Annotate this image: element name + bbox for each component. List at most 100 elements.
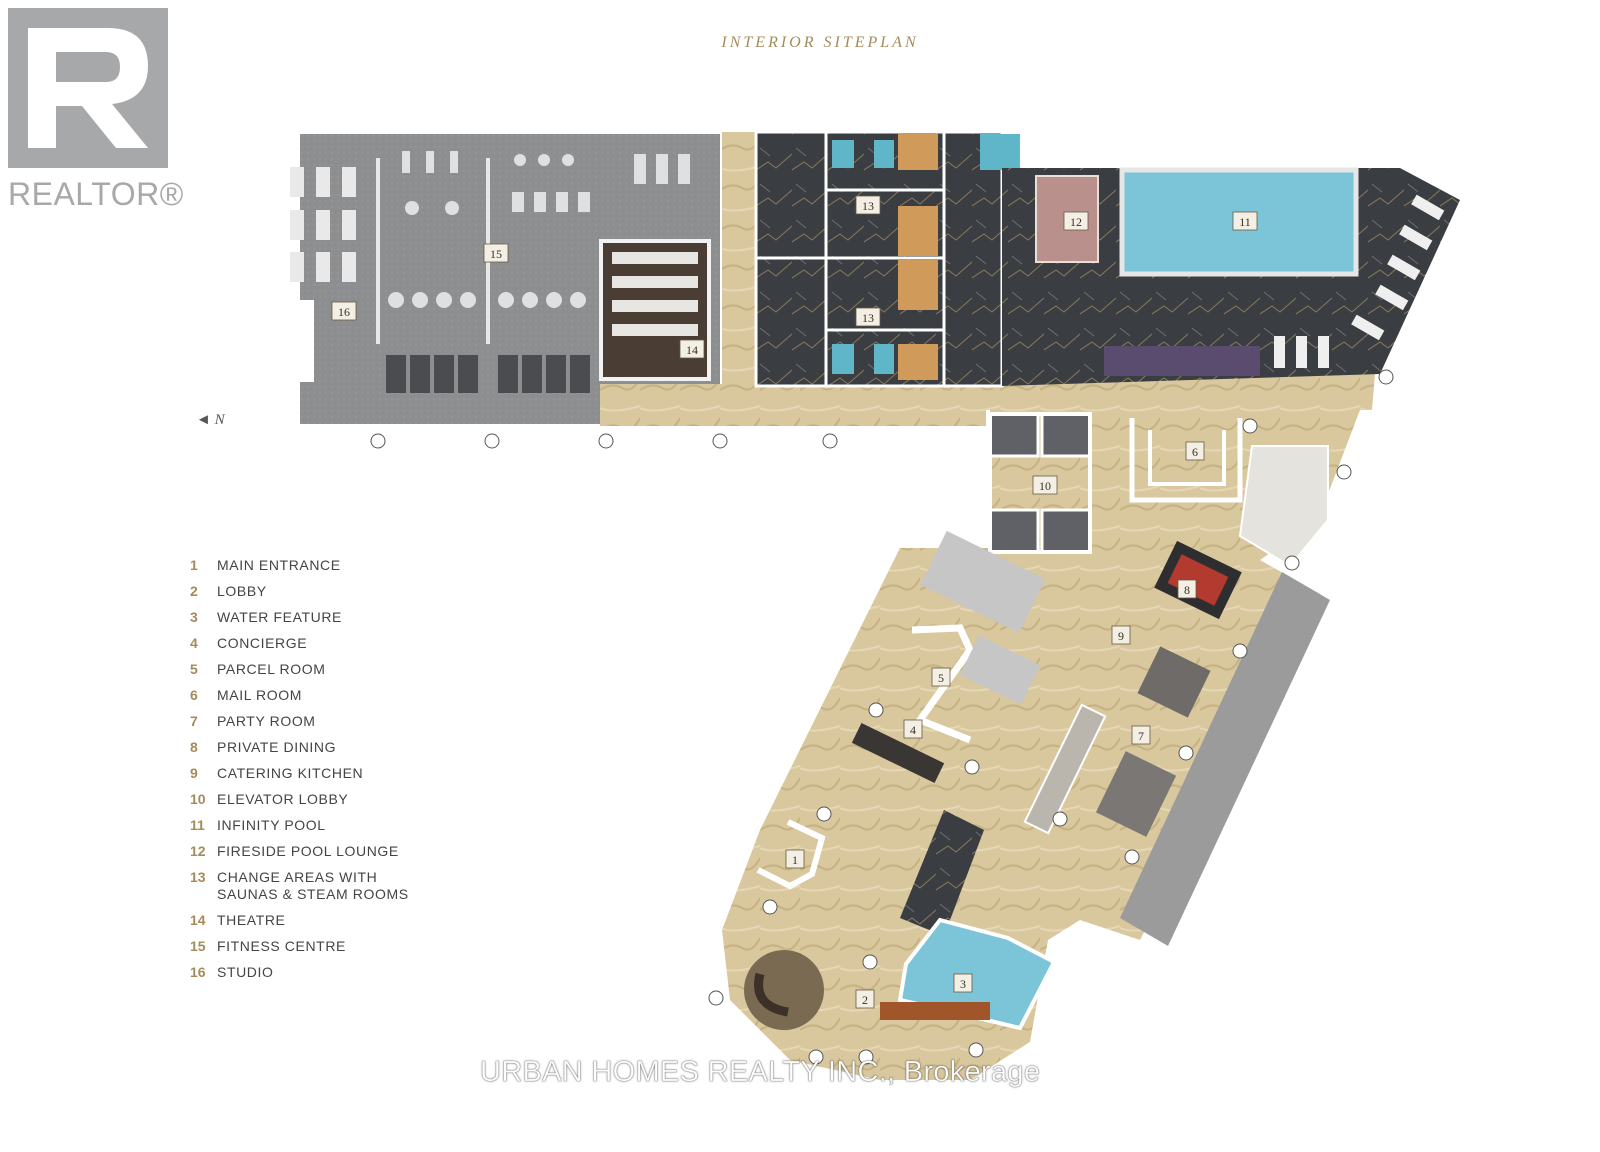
legend-number: 13 [190, 869, 206, 885]
legend-label: CATERING KITCHEN [217, 765, 364, 781]
room-marker-8: 8 [1177, 579, 1197, 599]
legend-number: 12 [190, 843, 206, 859]
entrance-vestibule [756, 819, 826, 890]
svg-text:13: 13 [862, 199, 874, 213]
legend-number: 11 [190, 817, 205, 833]
svg-text:10: 10 [1039, 479, 1051, 493]
room-marker-13-upper: 13 [855, 195, 881, 215]
legend-number: 8 [190, 739, 198, 755]
svg-text:16: 16 [338, 305, 350, 319]
water-feature [897, 917, 1057, 1031]
parcel-room-walls [911, 624, 975, 744]
legend-label: INFINITY POOL [217, 817, 326, 833]
room-marker-2: 2 [855, 989, 875, 1009]
room-marker-12: 12 [1063, 211, 1089, 231]
legend-number: 15 [190, 938, 206, 954]
north-arrow: ◄ N [196, 412, 225, 429]
room-marker-5: 5 [931, 667, 951, 687]
legend-item: 11 INFINITY POOL [190, 817, 490, 834]
legend-number: 7 [190, 713, 198, 729]
svg-text:5: 5 [938, 671, 944, 685]
room-marker-10: 10 [1032, 475, 1058, 495]
room-marker-3: 3 [953, 973, 973, 993]
legend-item: 16 STUDIO [190, 964, 490, 981]
room-marker-16: 16 [331, 301, 357, 321]
service-core [920, 530, 1046, 634]
legend-label: THEATRE [217, 912, 286, 928]
studio-mats [290, 167, 356, 282]
change-walls [756, 132, 946, 386]
legend-item: 4 CONCIERGE [190, 635, 490, 652]
mail-room-walls [1129, 418, 1243, 503]
legend-number: 9 [190, 765, 198, 781]
stair-core [1238, 445, 1329, 568]
brokerage-watermark: URBAN HOMES REALTY INC., Brokerage [480, 1056, 1041, 1089]
legend-number: 1 [190, 557, 198, 573]
gym-machines [388, 151, 690, 308]
realtor-r-mark [8, 8, 168, 168]
svg-text:13: 13 [862, 311, 874, 325]
svg-text:11: 11 [1239, 215, 1251, 229]
legend-item: 8 PRIVATE DINING [190, 739, 490, 756]
svg-text:4: 4 [910, 723, 916, 737]
svg-text:2: 2 [862, 993, 868, 1007]
svg-text:6: 6 [1192, 445, 1198, 459]
legend-number: 4 [190, 635, 198, 651]
legend-number: 3 [190, 609, 198, 625]
legend-label: MAIL ROOM [217, 687, 302, 703]
north-arrow-icon: ◄ [196, 412, 211, 428]
legend-label: FIRESIDE POOL LOUNGE [217, 843, 399, 859]
party-bar [1023, 703, 1107, 835]
legend-label: MAIN ENTRANCE [217, 557, 341, 573]
lobby-bench [880, 1002, 990, 1020]
feature-wall [900, 810, 984, 936]
legend-label: STUDIO [217, 964, 274, 980]
legend-item: 9 CATERING KITCHEN [190, 765, 490, 782]
legend-item: 1 MAIN ENTRANCE [190, 557, 490, 574]
legend-number: 14 [190, 912, 206, 928]
room-marker-9: 9 [1111, 625, 1131, 645]
svg-text:3: 3 [960, 977, 966, 991]
legend-label: WATER FEATURE [217, 609, 342, 625]
dining-rug [1167, 554, 1229, 606]
legend-item: 6 MAIL ROOM [190, 687, 490, 704]
legend-label: CONCIERGE [217, 635, 308, 651]
planter [1104, 346, 1260, 376]
pool-loungers [1274, 194, 1445, 368]
room-marker-11: 11 [1232, 211, 1258, 231]
realtor-wordmark: REALTOR® [8, 176, 184, 212]
party-room-sofa [1095, 751, 1177, 837]
svg-text:9: 9 [1118, 629, 1124, 643]
legend-label: ELEVATOR LOBBY [217, 791, 349, 807]
svg-text:14: 14 [686, 343, 698, 357]
steam-rooms [832, 134, 1020, 374]
lobby-sofa [754, 972, 789, 1017]
legend-item: 12 FIRESIDE POOL LOUNGE [190, 843, 490, 860]
legend-number: 2 [190, 583, 198, 599]
svg-text:12: 12 [1070, 215, 1082, 229]
legend-number: 6 [190, 687, 198, 703]
legend-item: 3 WATER FEATURE [190, 609, 490, 626]
room-marker-1: 1 [785, 849, 805, 869]
treadmills [386, 355, 590, 393]
mail-room-counter [1148, 430, 1226, 486]
room-marker-7: 7 [1131, 725, 1151, 745]
theatre-seats [612, 252, 698, 336]
room-marker-6: 6 [1185, 441, 1205, 461]
legend-label: PRIVATE DINING [217, 739, 337, 755]
svg-text:15: 15 [490, 247, 502, 261]
legend-item: 14 THEATRE [190, 912, 490, 929]
room-marker-15: 15 [483, 243, 509, 263]
terrace [1120, 572, 1330, 946]
studio-door [300, 300, 314, 382]
legend-number: 16 [190, 964, 206, 980]
north-label: N [214, 412, 225, 428]
room-marker-4: 4 [903, 719, 923, 739]
